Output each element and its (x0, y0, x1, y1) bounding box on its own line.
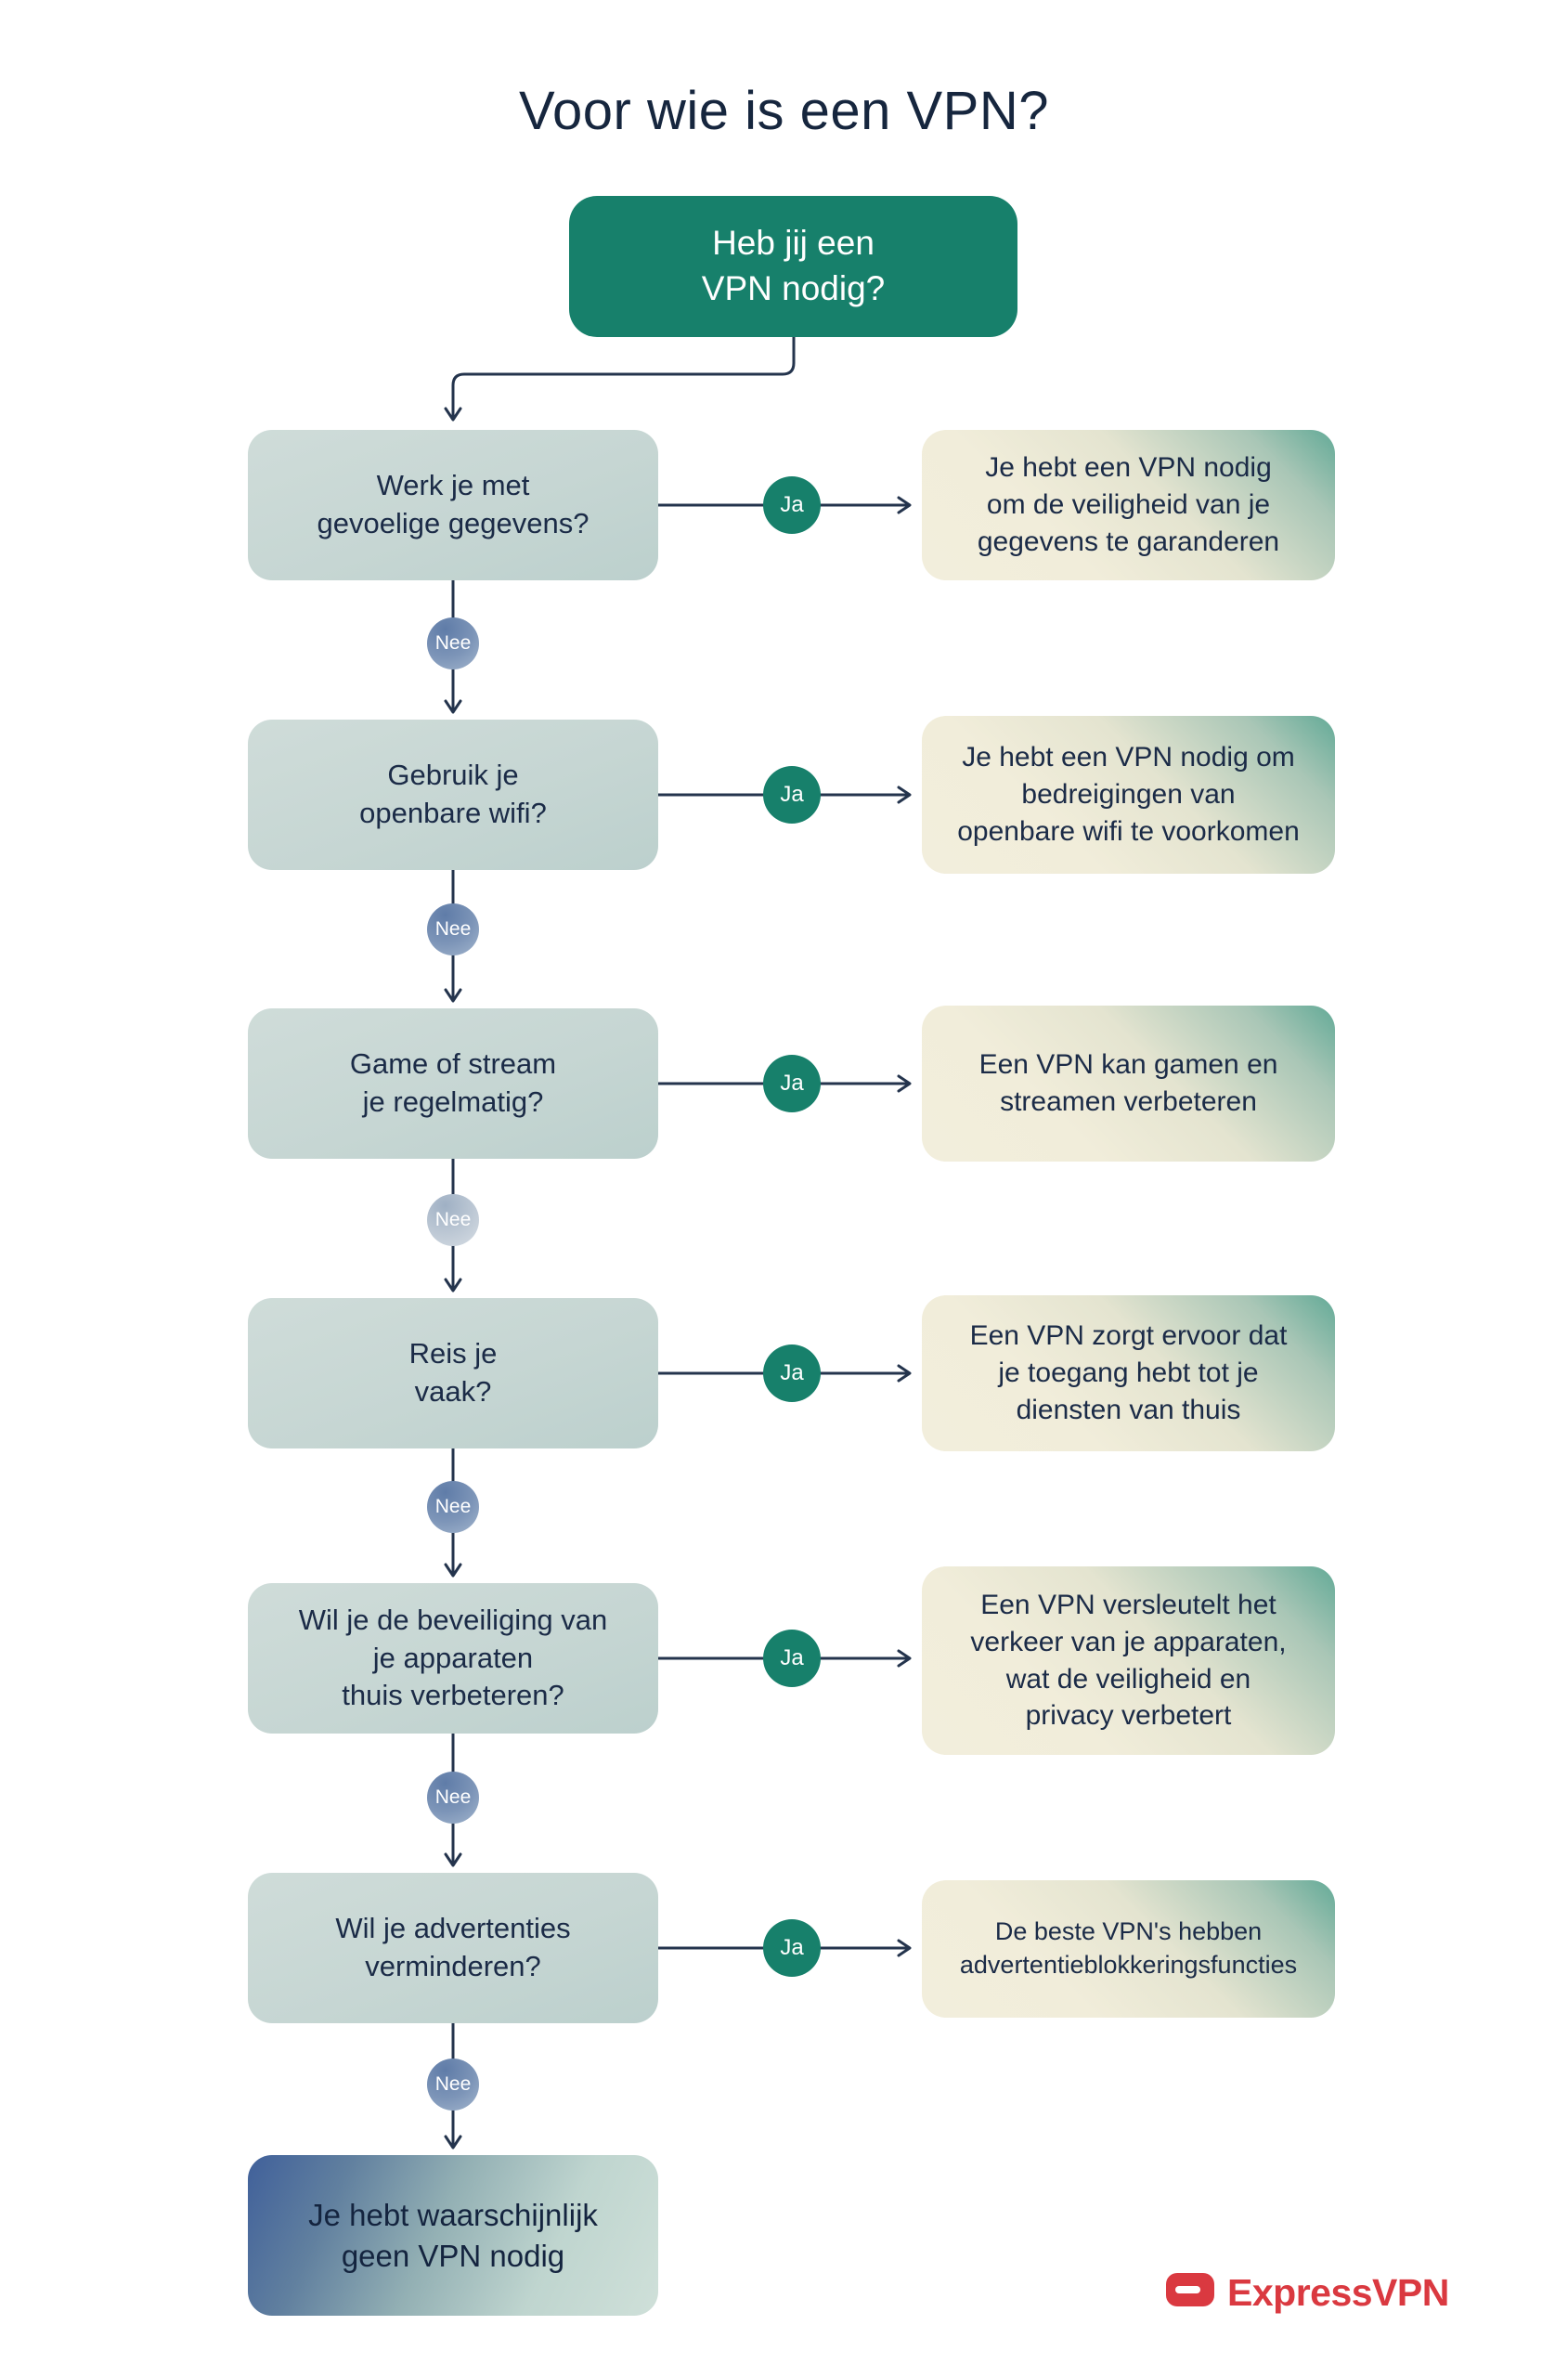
answer-text-3: Een VPN kan gamen en streamen verbeteren (978, 1049, 1278, 1117)
yes-badge-2: Ja (763, 766, 821, 824)
answer-text-1: Je hebt een VPN nodig om de veiligheid v… (977, 452, 1280, 557)
expressvpn-logo[interactable]: ExpressVPN (1166, 2270, 1449, 2316)
answer-box-3: Een VPN kan gamen en streamen verbeteren (922, 1006, 1335, 1162)
yes-badge-3: Ja (763, 1055, 821, 1112)
answer-box-5: Een VPN versleutelt het verkeer van je a… (922, 1566, 1335, 1755)
question-box-6: Wil je advertenties verminderen? (248, 1873, 658, 2023)
no-badge-4: Nee (427, 1481, 479, 1533)
yes-badge-4: Ja (763, 1344, 821, 1402)
yes-badge-1: Ja (763, 476, 821, 534)
expressvpn-wordmark: ExpressVPN (1227, 2271, 1449, 2314)
no-badge-6: Nee (427, 2059, 479, 2111)
question-text-2: Gebruik je openbare wifi? (359, 759, 547, 829)
no-badge-3: Nee (427, 1194, 479, 1246)
question-box-4: Reis je vaak? (248, 1298, 658, 1448)
no-badge-1: Nee (427, 617, 479, 669)
question-box-2: Gebruik je openbare wifi? (248, 720, 658, 870)
page-title: Voor wie is een VPN? (519, 81, 1049, 141)
start-connector (444, 337, 796, 422)
answer-box-1: Je hebt een VPN nodig om de veiligheid v… (922, 430, 1335, 580)
answer-box-2: Je hebt een VPN nodig om bedreigingen va… (922, 716, 1335, 874)
question-box-5: Wil je de beveiliging van je apparaten t… (248, 1583, 658, 1734)
no-badge-5: Nee (427, 1772, 479, 1824)
start-node-label: Heb jij een VPN nodig? (701, 224, 886, 307)
answer-text-6: De beste VPN's hebben advertentieblokker… (959, 1917, 1298, 1979)
yes-badge-5: Ja (763, 1630, 821, 1687)
answer-box-4: Een VPN zorgt ervoor dat je toegang hebt… (922, 1295, 1335, 1451)
no-badge-2: Nee (427, 903, 479, 955)
question-text-5: Wil je de beveiliging van je apparaten t… (298, 1603, 608, 1712)
expressvpn-logo-icon (1166, 2270, 1214, 2316)
answer-text-4: Een VPN zorgt ervoor dat je toegang hebt… (969, 1320, 1288, 1425)
question-text-4: Reis je vaak? (408, 1337, 498, 1408)
question-box-3: Game of stream je regelmatig? (248, 1008, 658, 1159)
start-node: Heb jij een VPN nodig? (569, 196, 1017, 337)
question-box-1: Werk je met gevoelige gegevens? (248, 430, 658, 580)
answer-text-2: Je hebt een VPN nodig om bedreigingen va… (957, 742, 1300, 847)
question-text-1: Werk je met gevoelige gegevens? (317, 469, 590, 539)
end-node: Je hebt waarschijnlijk geen VPN nodig (248, 2155, 658, 2316)
end-node-label: Je hebt waarschijnlijk geen VPN nodig (308, 2197, 598, 2273)
answer-text-5: Een VPN versleutelt het verkeer van je a… (970, 1589, 1287, 1732)
yes-badge-6: Ja (763, 1919, 821, 1977)
question-text-6: Wil je advertenties verminderen? (335, 1912, 571, 1982)
answer-box-6: De beste VPN's hebben advertentieblokker… (922, 1880, 1335, 2018)
question-text-3: Game of stream je regelmatig? (349, 1047, 557, 1118)
